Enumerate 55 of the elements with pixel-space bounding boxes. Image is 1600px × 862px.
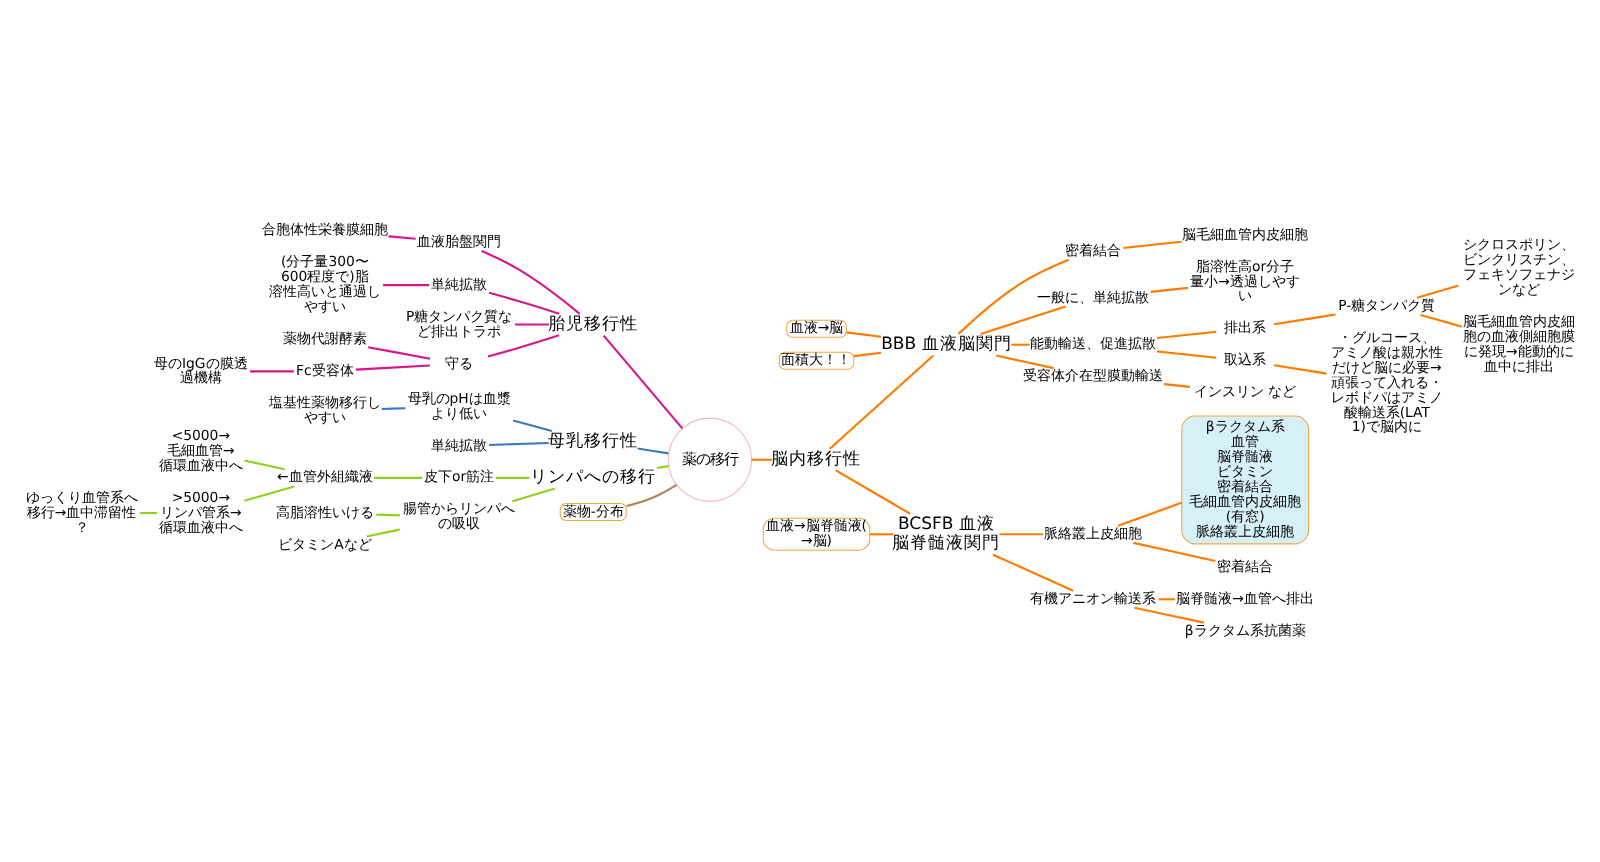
connector	[366, 346, 430, 360]
connector	[139, 511, 156, 515]
connector	[249, 370, 293, 373]
connector	[655, 465, 668, 469]
connector	[1415, 284, 1458, 299]
connector	[514, 323, 548, 326]
connector	[382, 284, 429, 287]
connector	[494, 476, 529, 479]
node-text: 母乳移行性	[547, 431, 638, 452]
connector	[828, 354, 934, 450]
connector	[380, 407, 405, 410]
node-text: 脳内移行性	[770, 449, 861, 470]
connector	[243, 459, 284, 471]
connector	[243, 485, 294, 502]
node-text: BCSFB 血液脳脊髄液関門	[891, 514, 1000, 554]
connector	[1157, 598, 1175, 601]
connector	[956, 258, 1069, 335]
connector	[1010, 343, 1029, 346]
connector	[998, 533, 1043, 536]
connector	[373, 476, 422, 479]
connector	[365, 528, 399, 538]
connector	[1162, 383, 1190, 388]
connector	[1419, 313, 1462, 328]
connector	[1272, 313, 1335, 326]
connector	[979, 305, 1065, 335]
connector	[1122, 240, 1181, 249]
connector	[1149, 286, 1188, 293]
connector	[834, 469, 910, 515]
connector	[480, 250, 580, 315]
connector	[868, 533, 893, 536]
connector	[375, 513, 399, 517]
connector	[354, 364, 430, 371]
connector	[994, 354, 1053, 370]
node-text: リンパへの移行	[529, 467, 656, 488]
connector	[488, 442, 548, 447]
connector	[1132, 541, 1215, 562]
connector	[511, 487, 555, 503]
connector	[1133, 606, 1204, 624]
connector	[486, 334, 559, 358]
connector	[511, 419, 552, 432]
connector	[1116, 501, 1182, 527]
connector	[750, 458, 772, 461]
connector	[845, 331, 881, 338]
connector	[1272, 364, 1326, 375]
connector	[991, 553, 1073, 592]
connector	[1155, 330, 1216, 340]
connector	[487, 291, 559, 315]
node-text: BBB 血液脳関門	[880, 334, 1011, 355]
node-text: 胎児移行性	[547, 314, 638, 335]
connector	[601, 334, 683, 430]
connector	[625, 483, 677, 508]
connector	[1155, 350, 1216, 359]
connector	[636, 447, 668, 455]
connector	[852, 351, 881, 358]
connector	[387, 235, 415, 240]
